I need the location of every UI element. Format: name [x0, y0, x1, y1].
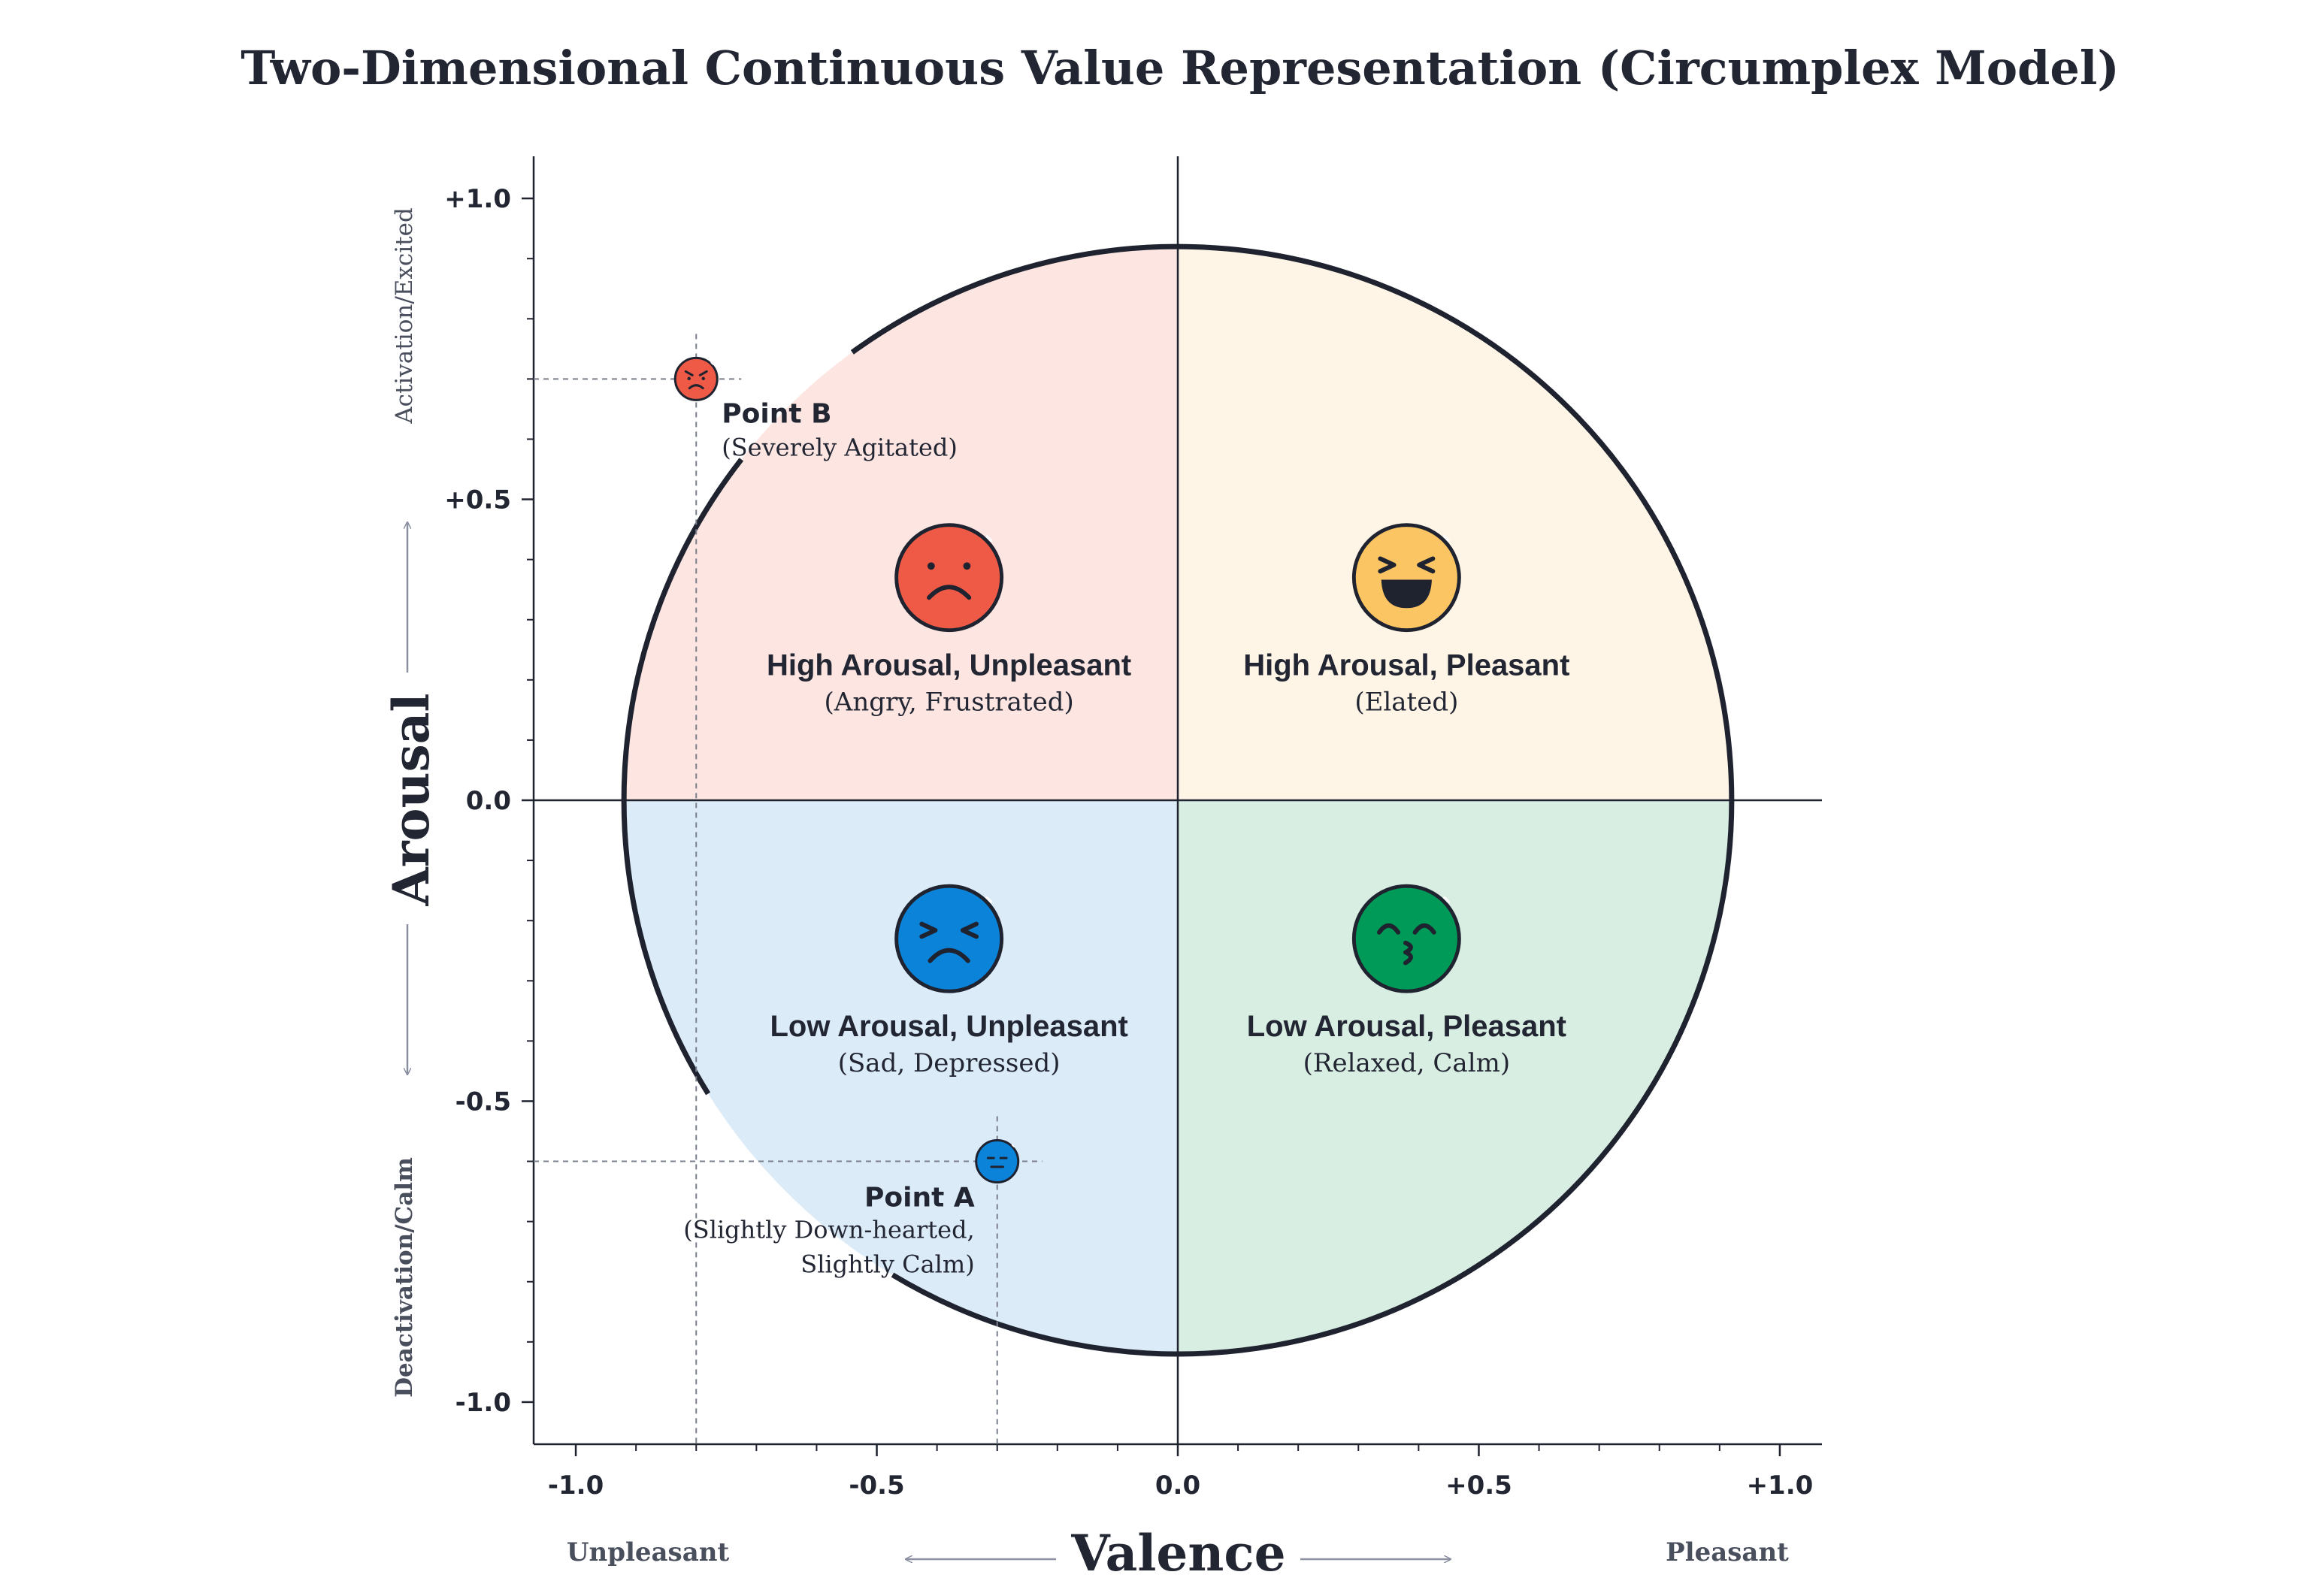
x-tick-label: -1.0 [548, 1471, 604, 1501]
y-axis-top-end-label: Activation/Excited [391, 207, 418, 425]
point-label: Point B [722, 398, 831, 429]
y-tick-label: 0.0 [466, 786, 511, 816]
y-tick-label: -1.0 [455, 1388, 511, 1418]
quadrant-label: Low Arousal, Unpleasant [770, 1010, 1127, 1043]
neutral-face-icon [975, 1139, 1020, 1184]
point-b: Point B (Severely Agitated) [534, 334, 958, 1444]
quadrant-label: High Arousal, Pleasant [1243, 649, 1569, 682]
x-tick-label: +1.0 [1747, 1471, 1814, 1501]
x-tick-label: -0.5 [849, 1471, 904, 1501]
quadrant-labels: High Arousal, Unpleasant (Angry, Frustrat… [767, 523, 1569, 1078]
y-axis-title: Arousal [382, 694, 440, 907]
angry-face-icon [673, 356, 719, 401]
x-axis-title: Valence [1070, 1524, 1285, 1582]
x-axis-left-end-label: Unpleasant [567, 1537, 730, 1567]
y-tick-label: +1.0 [444, 184, 511, 214]
y-axis-bottom-end-label: Deactivation/Calm [391, 1157, 418, 1398]
circumplex-circle-arc-upper [621, 458, 744, 1096]
quadrant-label: Low Arousal, Pleasant [1247, 1010, 1566, 1043]
y-ticks: +1.0 +0.5 0.0 -0.5 -1.0 [444, 184, 534, 1418]
x-axis-right-end-label: Pleasant [1666, 1537, 1789, 1567]
frowning-face-icon [894, 523, 1004, 633]
y-tick-label: +0.5 [444, 485, 511, 515]
chart-title: Two-Dimensional Continuous Value Represe… [241, 41, 2120, 95]
quadrant-examples: (Relaxed, Calm) [1303, 1048, 1510, 1078]
point-description-line2: Slightly Calm) [800, 1250, 974, 1279]
x-tick-label: +0.5 [1445, 1471, 1512, 1501]
y-tick-label: -0.5 [455, 1087, 511, 1117]
quadrant-3: Low Arousal, Unpleasant (Sad, Depressed) [770, 884, 1128, 1078]
point-description-line1: (Slightly Down-hearted, [683, 1216, 974, 1244]
quadrant-label: High Arousal, Unpleasant [767, 649, 1131, 682]
quadrant-2: High Arousal, Pleasant (Elated) [1243, 523, 1569, 718]
quadrant-4: Low Arousal, Pleasant (Relaxed, Calm) [1247, 884, 1566, 1078]
x-tick-label: 0.0 [1155, 1471, 1200, 1501]
circumplex-circle-arc [850, 243, 1735, 1357]
point-a: Point A(Slightly Down-hearted, Slightly C… [534, 1116, 1043, 1444]
laughing-face-icon [1351, 523, 1461, 633]
quadrant-examples: (Angry, Frustrated) [825, 688, 1074, 718]
quadrant-1: High Arousal, Unpleasant (Angry, Frustrat… [767, 523, 1131, 718]
point-label: Point A [864, 1183, 975, 1214]
quadrant-examples: (Sad, Depressed) [838, 1048, 1061, 1078]
data-points: Point B (Severely Agitated) Point A(Slight… [534, 334, 1043, 1444]
point-description: (Severely Agitated) [722, 433, 958, 461]
kissing-face-icon [1351, 884, 1461, 993]
quadrant-examples: (Elated) [1354, 688, 1458, 718]
anguished-face-icon [894, 884, 1004, 993]
x-ticks: -1.0 -0.5 0.0 +0.5 +1.0 [548, 1444, 1813, 1501]
